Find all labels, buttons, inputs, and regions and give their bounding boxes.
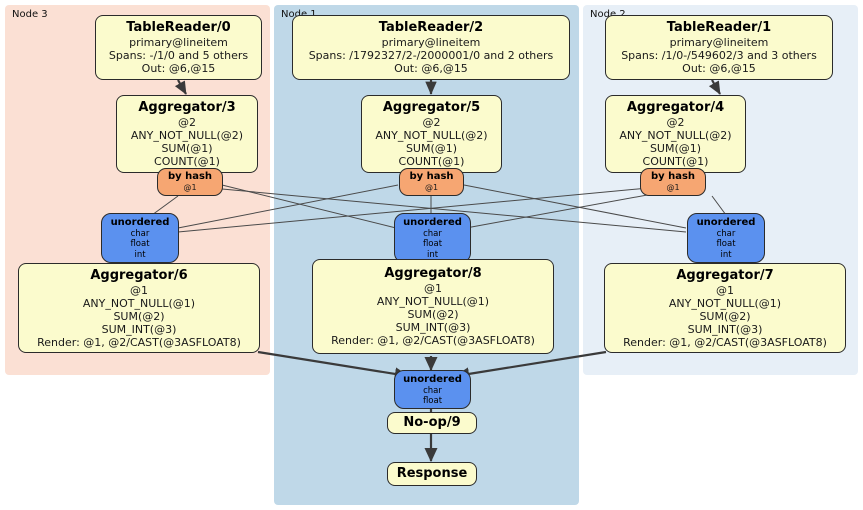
node-line: char	[423, 385, 442, 396]
node-title: by hash	[650, 171, 696, 182]
node-line: Render: @1, @2/CAST(@3ASFLOAT8)	[623, 335, 827, 349]
node-line: float	[422, 239, 443, 250]
node-line: @1	[183, 183, 197, 192]
node-line: int	[720, 249, 732, 260]
node-aggregator-6[interactable]: Aggregator/6 @1 ANY_NOT_NULL(@1) SUM(@2)…	[18, 263, 260, 353]
node-line: @1	[716, 283, 734, 297]
node-unordered-final[interactable]: unordered char float	[394, 370, 471, 409]
node-title: unordered	[696, 216, 756, 228]
node-unordered-1[interactable]: unordered char float int	[394, 213, 471, 263]
node-title: Aggregator/7	[676, 267, 774, 283]
node-line: int	[134, 249, 146, 260]
node-line: ANY_NOT_NULL(@2)	[619, 129, 732, 142]
node-tablereader-0[interactable]: TableReader/0 primary@lineitem Spans: -/…	[95, 15, 262, 80]
node-title: Aggregator/3	[138, 100, 236, 115]
node-line: char	[130, 228, 150, 239]
node-title: unordered	[403, 216, 462, 228]
node-aggregator-3[interactable]: Aggregator/3 @2 ANY_NOT_NULL(@2) SUM(@1)…	[116, 95, 258, 173]
node-line: SUM(@2)	[407, 308, 459, 321]
node-aggregator-5[interactable]: Aggregator/5 @2 ANY_NOT_NULL(@2) SUM(@1)…	[361, 95, 502, 173]
node-line: @2	[422, 116, 441, 129]
node-unordered-3[interactable]: unordered char float int	[101, 213, 179, 263]
node-line: Out: @6,@15	[394, 62, 468, 75]
node-tablereader-2[interactable]: TableReader/2 primary@lineitem Spans: /1…	[292, 15, 570, 80]
node-aggregator-7[interactable]: Aggregator/7 @1 ANY_NOT_NULL(@1) SUM(@2)…	[604, 263, 846, 353]
node-line: ANY_NOT_NULL(@1)	[376, 295, 490, 308]
node-line: @2	[178, 116, 196, 129]
node-by-hash-1[interactable]: by hash @1	[399, 168, 464, 196]
node-line: Spans: /1792327/2-/2000001/0 and 2 other…	[308, 49, 554, 62]
node-line: SUM_INT(@3)	[395, 321, 471, 334]
node-title: Aggregator/4	[626, 100, 725, 115]
node-line: @2	[666, 116, 685, 129]
node-line: primary@lineitem	[669, 36, 769, 49]
node-line: COUNT(@1)	[398, 155, 465, 168]
node-line: char	[423, 228, 442, 239]
node-title: Response	[396, 466, 468, 481]
node-line: Spans: -/1/0 and 5 others	[108, 49, 249, 62]
node-tablereader-1[interactable]: TableReader/1 primary@lineitem Spans: /1…	[605, 15, 833, 80]
region-label-node-1: Node 1	[281, 9, 317, 20]
node-line: Spans: /1/0-/549602/3 and 3 others	[621, 49, 817, 62]
node-title: by hash	[167, 171, 213, 182]
node-line: @1	[130, 283, 148, 297]
node-line: SUM(@1)	[405, 142, 458, 155]
node-unordered-2[interactable]: unordered char float int	[687, 213, 765, 263]
node-line: @1	[424, 183, 439, 192]
node-title: unordered	[403, 373, 462, 385]
node-title: TableReader/1	[666, 20, 772, 35]
node-title: Aggregator/5	[382, 100, 481, 115]
node-line: SUM(@1)	[161, 142, 213, 155]
node-no-op-9[interactable]: No-op/9	[387, 412, 477, 434]
node-line: @1	[424, 282, 442, 295]
node-line: SUM(@1)	[649, 142, 702, 155]
node-line: COUNT(@1)	[642, 155, 709, 168]
node-line: primary@lineitem	[381, 36, 481, 49]
node-line: float	[716, 239, 736, 250]
node-aggregator-8[interactable]: Aggregator/8 @1 ANY_NOT_NULL(@1) SUM(@2)…	[312, 259, 554, 354]
node-line: ANY_NOT_NULL(@1)	[668, 296, 782, 310]
node-title: by hash	[409, 171, 454, 182]
node-line: ANY_NOT_NULL(@2)	[130, 129, 244, 142]
node-title: TableReader/2	[378, 20, 484, 35]
node-line: Out: @6,@15	[682, 62, 756, 75]
node-title: Aggregator/6	[90, 267, 188, 283]
node-line: SUM(@2)	[699, 309, 751, 323]
node-line: COUNT(@1)	[154, 155, 220, 168]
node-line: SUM_INT(@3)	[687, 322, 763, 336]
node-title: Aggregator/8	[384, 266, 482, 281]
node-line: primary@lineitem	[129, 36, 228, 49]
node-line: SUM_INT(@3)	[101, 322, 177, 336]
node-line: SUM(@2)	[113, 309, 165, 323]
node-by-hash-3[interactable]: by hash @1	[157, 168, 223, 196]
region-label-node-3: Node 3	[12, 9, 48, 20]
node-line: @1	[666, 183, 680, 192]
node-title: unordered	[110, 216, 170, 228]
node-title: No-op/9	[403, 415, 461, 430]
node-aggregator-4[interactable]: Aggregator/4 @2 ANY_NOT_NULL(@2) SUM(@1)…	[605, 95, 746, 173]
region-label-node-2: Node 2	[590, 9, 626, 20]
node-line: int	[426, 249, 439, 260]
node-line: float	[130, 239, 150, 250]
node-line: Render: @1, @2/CAST(@3ASFLOAT8)	[37, 335, 241, 349]
node-response[interactable]: Response	[387, 462, 477, 486]
node-line: ANY_NOT_NULL(@1)	[82, 296, 196, 310]
node-line: Render: @1, @2/CAST(@3ASFLOAT8)	[331, 334, 535, 347]
node-line: ANY_NOT_NULL(@2)	[375, 129, 488, 142]
node-title: TableReader/0	[126, 20, 231, 35]
node-line: Out: @6,@15	[141, 62, 216, 75]
node-line: char	[716, 228, 736, 239]
node-line: float	[422, 396, 443, 406]
node-by-hash-2[interactable]: by hash @1	[640, 168, 706, 196]
